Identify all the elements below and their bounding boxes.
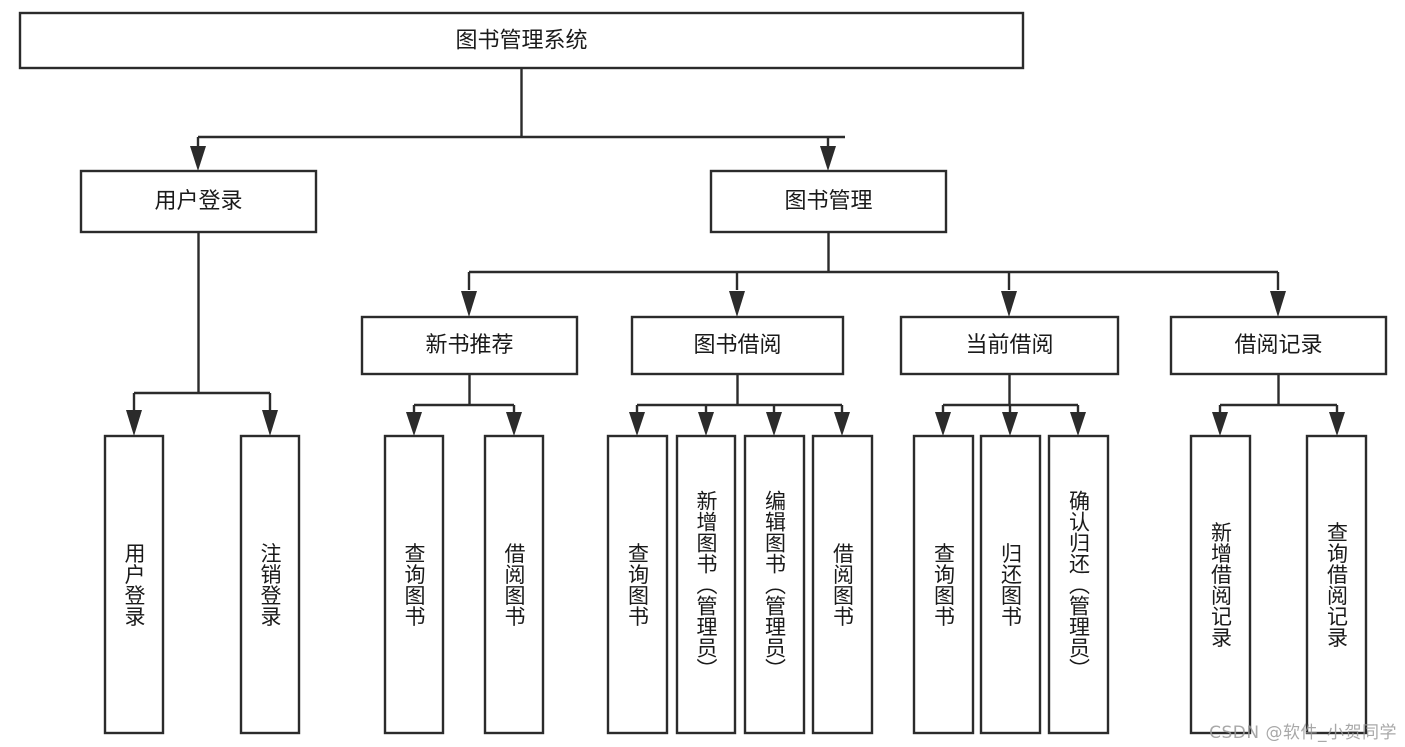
node-root-box[interactable] — [18, 11, 1025, 70]
arrow-head-new-book — [461, 291, 477, 317]
leaf-logout[interactable]: 注销登录 — [239, 434, 301, 735]
node-current-borrow-box[interactable] — [899, 315, 1120, 376]
leaf-bb-query-book-box[interactable] — [606, 434, 669, 735]
leaf-bb-add-book-admin-label: 新增图书（管理员） — [694, 490, 718, 679]
leaf-user-login-label: 用户登录 — [122, 543, 146, 627]
node-borrow-record-box[interactable] — [1169, 315, 1388, 376]
arrow-head-bb-add — [698, 412, 714, 436]
arrow-head-leaf-user-login — [126, 410, 142, 436]
arrow-head-newbook-borrow — [506, 412, 522, 436]
leaf-br-query-record[interactable]: 查询借阅记录 — [1305, 434, 1368, 735]
arrow-head-borrow-record — [1270, 291, 1286, 317]
node-user-login-box[interactable] — [79, 169, 318, 234]
arrow-head-leaf-logout — [262, 410, 278, 436]
leaf-newbook-query-book-box[interactable] — [383, 434, 445, 735]
node-current-borrow[interactable]: 当前借阅 — [899, 315, 1120, 376]
node-user-login[interactable]: 用户登录 — [79, 169, 318, 234]
node-current-borrow-label: 当前借阅 — [965, 333, 1053, 358]
node-book-management-label: 图书管理 — [784, 189, 872, 214]
arrow-head-book-mgmt — [820, 146, 836, 171]
leaf-bb-edit-book-admin[interactable]: 编辑图书（管理员） — [743, 434, 806, 735]
leaf-br-add-record-label: 新增借阅记录 — [1209, 522, 1233, 648]
arrow-head-br-add — [1212, 412, 1228, 436]
node-book-management-box[interactable] — [709, 169, 948, 234]
connector-group-book-borrow — [629, 374, 850, 436]
leaf-newbook-query-book-label: 查询图书 — [402, 543, 426, 627]
node-book-borrow-box[interactable] — [630, 315, 845, 376]
leaf-newbook-borrow-book-box[interactable] — [483, 434, 545, 735]
leaf-cb-query-book-box[interactable] — [912, 434, 975, 735]
leaf-cb-confirm-return-admin-label: 确认归还（管理员） — [1067, 490, 1091, 679]
node-new-book-recommend-box[interactable] — [360, 315, 579, 376]
arrow-head-newbook-query — [406, 412, 422, 436]
arrow-head-current-borrow — [1001, 291, 1017, 317]
leaf-bb-borrow-book[interactable]: 借阅图书 — [811, 434, 874, 735]
node-book-borrow-label: 图书借阅 — [693, 333, 781, 358]
node-root-label: 图书管理系统 — [455, 29, 587, 54]
leaf-bb-query-book[interactable]: 查询图书 — [606, 434, 669, 735]
leaf-cb-confirm-return-admin[interactable]: 确认归还（管理员） — [1047, 434, 1110, 735]
leaf-logout-label: 注销登录 — [258, 543, 282, 627]
node-new-book-recommend-label: 新书推荐 — [425, 333, 513, 358]
arrow-head-bb-edit — [766, 412, 782, 436]
arrow-head-user-login — [190, 146, 206, 171]
leaf-br-add-record-box[interactable] — [1189, 434, 1252, 735]
leaf-logout-box[interactable] — [239, 434, 301, 735]
node-borrow-record[interactable]: 借阅记录 — [1169, 315, 1388, 376]
leaf-cb-query-book-label: 查询图书 — [932, 543, 956, 627]
arrow-head-book-borrow — [729, 291, 745, 317]
leaf-user-login-box[interactable] — [103, 434, 165, 735]
node-book-management[interactable]: 图书管理 — [709, 169, 948, 234]
leaf-cb-confirm-return-admin-box[interactable] — [1047, 434, 1110, 735]
leaf-bb-edit-book-admin-box[interactable] — [743, 434, 806, 735]
node-new-book-recommend[interactable]: 新书推荐 — [360, 315, 579, 376]
leaf-br-query-record-box[interactable] — [1305, 434, 1368, 735]
node-root-book-management-system[interactable]: 图书管理系统 — [18, 11, 1025, 70]
arrow-head-cb-return — [1002, 412, 1018, 436]
leaf-cb-return-book-label: 归还图书 — [999, 543, 1023, 627]
leaf-bb-query-book-label: 查询图书 — [626, 543, 650, 627]
leaf-user-login[interactable]: 用户登录 — [103, 434, 165, 735]
connector-group-current-borrow — [935, 374, 1086, 436]
node-book-borrow[interactable]: 图书借阅 — [630, 315, 845, 376]
connector-group-new-book-recommend — [406, 374, 522, 436]
leaf-newbook-borrow-book[interactable]: 借阅图书 — [483, 434, 545, 735]
arrow-head-bb-query — [629, 412, 645, 436]
leaf-bb-borrow-book-box[interactable] — [811, 434, 874, 735]
arrow-head-bb-borrow — [834, 412, 850, 436]
leaf-cb-query-book[interactable]: 查询图书 — [912, 434, 975, 735]
arrow-head-cb-confirm — [1070, 412, 1086, 436]
leaf-bb-borrow-book-label: 借阅图书 — [831, 543, 855, 627]
leaf-bb-add-book-admin-box[interactable] — [675, 434, 737, 735]
connector-group-book-management — [461, 232, 1286, 317]
connector-group-borrow-record — [1212, 374, 1345, 436]
leaf-bb-edit-book-admin-label: 编辑图书（管理员） — [763, 490, 787, 679]
leaf-newbook-borrow-book-label: 借阅图书 — [502, 543, 526, 627]
connector-group-user-login — [126, 232, 278, 436]
leaf-br-query-record-label: 查询借阅记录 — [1325, 522, 1349, 648]
leaf-cb-return-book[interactable]: 归还图书 — [979, 434, 1042, 735]
arrow-head-br-query — [1329, 412, 1345, 436]
leaf-br-add-record[interactable]: 新增借阅记录 — [1189, 434, 1252, 735]
leaf-cb-return-book-box[interactable] — [979, 434, 1042, 735]
connector-group-root — [190, 68, 845, 171]
node-borrow-record-label: 借阅记录 — [1234, 333, 1322, 358]
node-user-login-label: 用户登录 — [154, 189, 242, 214]
arrow-head-cb-query — [935, 412, 951, 436]
leaf-newbook-query-book[interactable]: 查询图书 — [383, 434, 445, 735]
leaf-bb-add-book-admin[interactable]: 新增图书（管理员） — [675, 434, 737, 735]
